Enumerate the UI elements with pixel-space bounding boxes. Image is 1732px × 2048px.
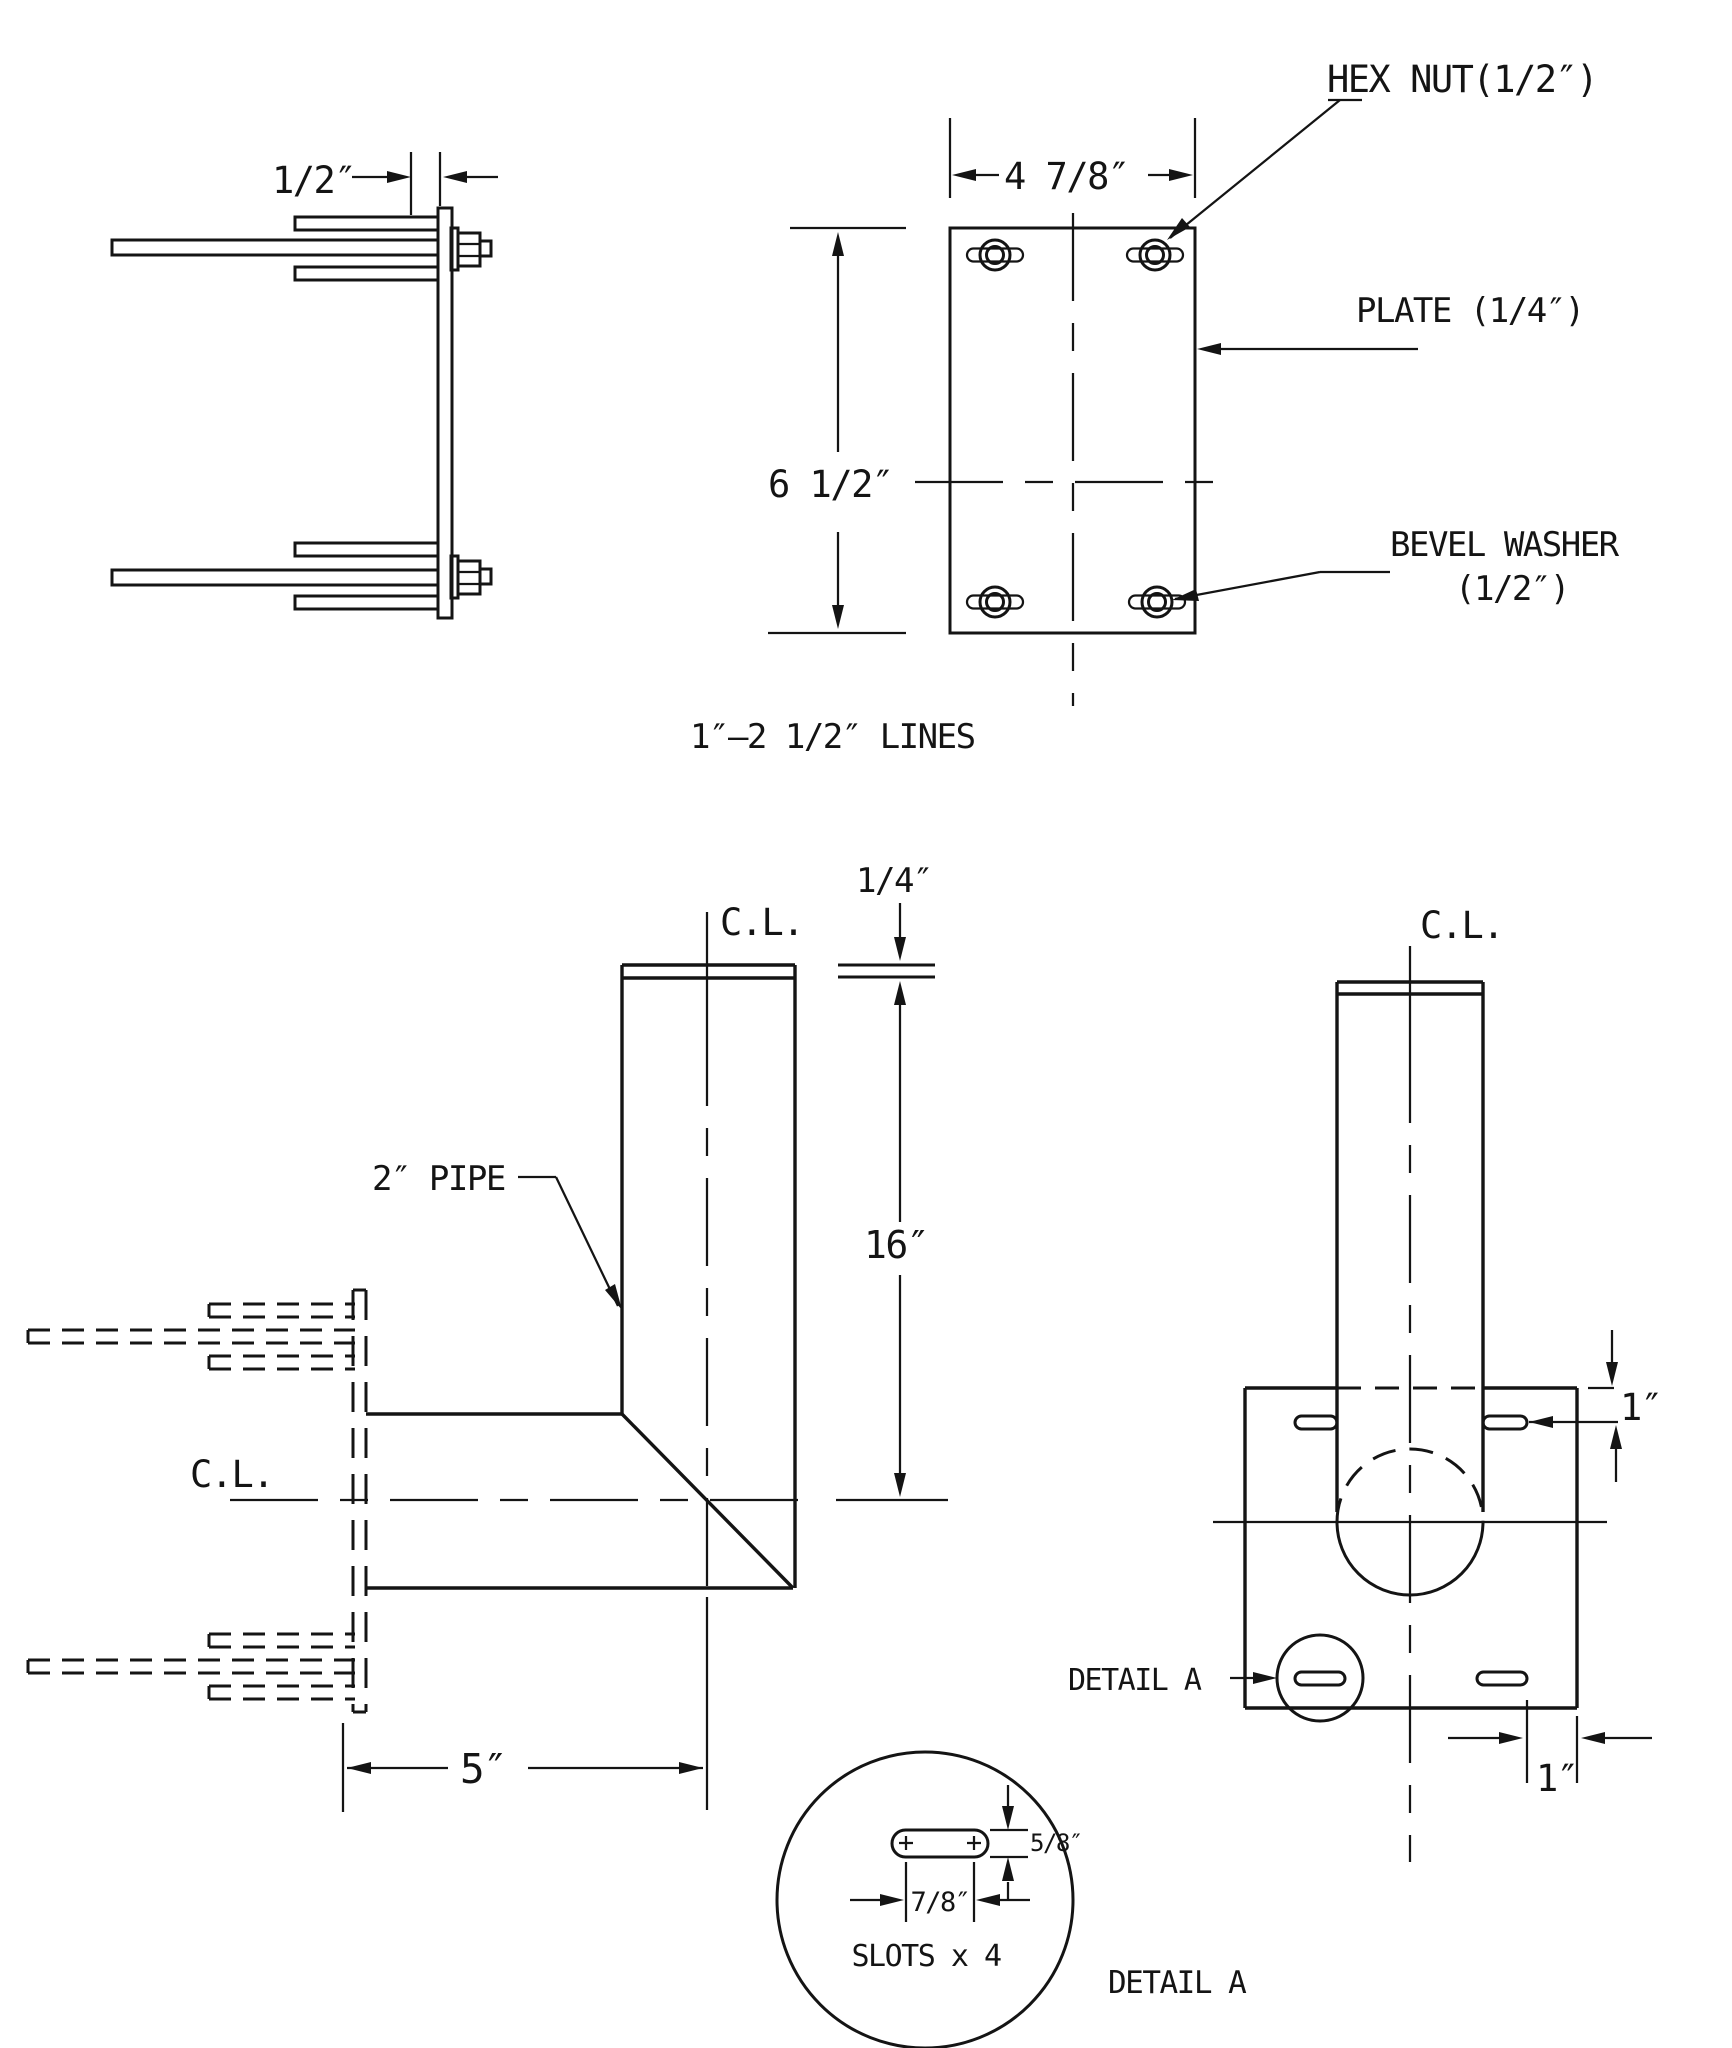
dim-78-label: 7/8″: [910, 1887, 969, 1918]
dim-cap-thickness: 1/4″: [838, 861, 935, 979]
dim-5-label: 5″: [460, 1745, 506, 1793]
slot-top-right: [1481, 1414, 1529, 1431]
pipe-hole-hidden-arc: [1335, 1447, 1485, 1523]
cl-label-top: C.L.: [720, 901, 803, 944]
dim-half-label: 1/2″: [272, 159, 355, 202]
pipe-size-callout: 2″ PIPE: [372, 1159, 622, 1310]
pipe-cap-edge: [620, 963, 797, 980]
dim-1-bottom-label: 1″: [1536, 1757, 1578, 1800]
dim-1-top-label: 1″: [1620, 1386, 1662, 1429]
hex-nut-callout: HEX NUT(1/2″): [1167, 58, 1599, 240]
dim-slot-height: 5/8″: [990, 1785, 1083, 1900]
slot-detail: [890, 1828, 990, 1859]
bevel-washer-label-1: BEVEL WASHER: [1390, 525, 1620, 565]
bracket-plate-outline: [1243, 1386, 1579, 1710]
slot-bottom-left: [1293, 1670, 1347, 1687]
dim-slot-top-offset: 1″: [1529, 1330, 1663, 1482]
plate-front-view: 4 7/8″ 6 1/2″ HEX NUT(1/2″) PLATE (1/4″): [690, 58, 1621, 757]
upper-bolt-assembly-side: [110, 215, 493, 282]
detail-a-callout: DETAIL A: [1068, 1663, 1277, 1698]
dim-slot-length: 7/8″: [850, 1862, 1030, 1922]
detail-a-view: 5/8″ 7/8″ SLOTS x 4 DETAIL A: [775, 1750, 1249, 2048]
hidden-upper-bolt: [26, 1302, 355, 1371]
plate-callout: PLATE (1/4″): [1197, 291, 1585, 355]
elbow-pipe-outline: [366, 978, 797, 1590]
nut-washer-top-left: [965, 238, 1025, 272]
pipe-cap-front: [1335, 980, 1485, 996]
dim-half-inch: 1/2″: [272, 152, 498, 215]
side-view-plate-and-bolts: 1/2″: [110, 152, 498, 620]
pipe-hole-arc: [1335, 1521, 1485, 1597]
nut-washer-top-right: [1125, 238, 1185, 272]
hex-nut-side: [456, 231, 482, 268]
lines-size-note: 1″–2 1/2″ LINES: [690, 717, 975, 757]
hex-nut-side: [456, 559, 482, 596]
dim-pipe-length: 5″: [341, 1723, 703, 1812]
dim-plate-width: 4 7/8″: [948, 118, 1197, 198]
detail-a-title: DETAIL A: [1108, 1965, 1247, 2001]
slot-bottom-right: [1475, 1670, 1529, 1687]
detail-a-callout-label: DETAIL A: [1068, 1663, 1202, 1698]
bolt-tip: [478, 239, 493, 258]
pipe-size-label: 2″ PIPE: [372, 1159, 505, 1199]
dim-cap-label: 1/4″: [856, 861, 932, 901]
slot-top-left: [1293, 1414, 1339, 1431]
dim-plate-height-label: 6 1/2″: [768, 463, 893, 506]
dim-plate-width-label: 4 7/8″: [1004, 155, 1129, 198]
dim-pipe-height: 16″: [836, 981, 948, 1502]
hex-nut-label: HEX NUT(1/2″): [1327, 58, 1597, 101]
dim-plate-height: 6 1/2″: [768, 226, 906, 635]
slots-count-note: SLOTS x 4: [851, 1939, 1000, 1974]
bevel-washer-callout: BEVEL WASHER (1/2″): [1172, 525, 1621, 609]
bracket-front-view: C.L.: [1068, 904, 1663, 1862]
cl-label: C.L.: [1420, 904, 1503, 947]
bevel-washer-label-2: (1/2″): [1455, 569, 1569, 609]
cl-label-side: C.L.: [190, 1453, 273, 1496]
plate-edge-side: [436, 206, 454, 620]
elbow-side-view: C.L. C.L.: [26, 861, 948, 1812]
plate-label: PLATE (1/4″): [1356, 291, 1584, 331]
dim-58-label: 5/8″: [1030, 1829, 1082, 1857]
dim-16-label: 16″: [864, 1223, 928, 1267]
hidden-plate-edges: [351, 1288, 368, 1714]
lower-bolt-assembly-side: [110, 541, 493, 611]
nut-washer-bottom-left: [965, 585, 1025, 619]
hidden-lower-bolt: [26, 1632, 355, 1701]
bolt-tip: [478, 567, 493, 586]
nut-washer-bottom-right: [1127, 585, 1187, 619]
slot-center-marks: [899, 1836, 981, 1850]
detail-a-boundary-circle: [775, 1750, 1075, 2048]
dim-slot-side-offset: 1″: [1448, 1700, 1652, 1800]
